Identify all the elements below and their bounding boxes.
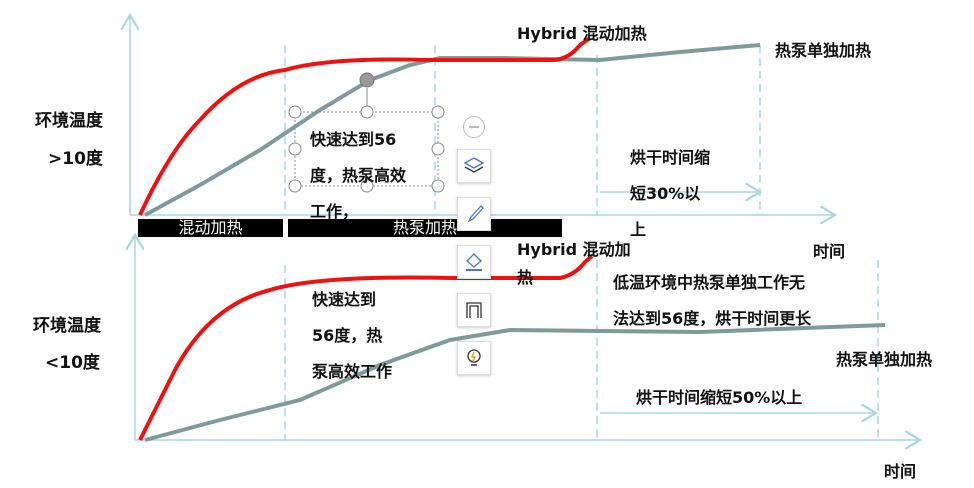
top-heatpump-curve	[144, 43, 761, 217]
text-line: 泵高效工作	[312, 362, 393, 381]
outline-icon	[466, 302, 482, 318]
rotate-handle	[359, 72, 375, 88]
bottom-ylabel: 环境温度	[33, 316, 101, 336]
collapse-icon[interactable]	[463, 116, 485, 138]
style-brush-button[interactable]	[457, 197, 491, 231]
bottom-hybrid-curve	[138, 254, 594, 441]
text-line: 短30%以	[630, 184, 701, 203]
fill-bucket-icon	[466, 253, 482, 271]
lightbulb-icon	[467, 349, 481, 366]
bottom-hybrid-label: Hybrid 混动加 热	[517, 236, 631, 292]
outline-button[interactable]	[457, 293, 491, 327]
text-line: 56度，热	[312, 326, 383, 345]
text-line: Hybrid 混动加	[517, 240, 631, 259]
text-line: 热	[517, 268, 534, 287]
text-line: 工作，	[310, 202, 359, 221]
layers-icon	[464, 157, 484, 173]
bottom-dry-text: 烘干时间缩短50%以上	[636, 388, 803, 407]
top-hybrid-label: Hybrid 混动加热	[517, 24, 647, 43]
fill-button[interactable]	[457, 245, 491, 279]
top-xlabel: 时间	[813, 242, 846, 261]
mode-hybrid-bar: 混动加热	[138, 219, 283, 237]
bottom-heatpump-curve	[144, 323, 886, 442]
bottom-fast-text: 快速达到 56度，热 泵高效工作	[312, 282, 392, 390]
text-line: 度，热泵高效	[310, 166, 407, 185]
text-line: 快速达到56	[310, 130, 397, 149]
selection-box	[288, 72, 445, 193]
text-line: 上	[630, 220, 647, 239]
text-line: 快速达到	[312, 290, 377, 309]
top-fast-textbox[interactable]: 快速达到56 度，热泵高效 工作，	[310, 122, 440, 230]
top-ylabel-condition: >10度	[48, 149, 103, 169]
top-dry-text: 烘干时间缩 短30%以 上	[630, 140, 710, 248]
bottom-hp-label: 热泵单独加热	[836, 350, 933, 369]
top-ylabel: 环境温度	[35, 111, 103, 131]
ideas-button[interactable]	[457, 341, 491, 375]
top-hp-label: 热泵单独加热	[775, 41, 872, 60]
bottom-xlabel: 时间	[884, 462, 917, 481]
bottom-ylabel-condition: <10度	[45, 353, 100, 373]
mode-heatpump-bar: 热泵加热	[288, 219, 562, 237]
layers-button[interactable]	[457, 149, 491, 183]
text-line: 烘干时间缩	[630, 148, 711, 167]
bottom-low-temp-text: 低温环境中热泵单独工作无 法达到56度，烘干时间更长	[613, 265, 811, 337]
text-line: 法达到56度，烘干时间更长	[613, 309, 812, 328]
top-hybrid-curve	[138, 36, 592, 216]
brush-icon	[467, 205, 484, 223]
text-line: 低温环境中热泵单独工作无	[613, 273, 806, 292]
